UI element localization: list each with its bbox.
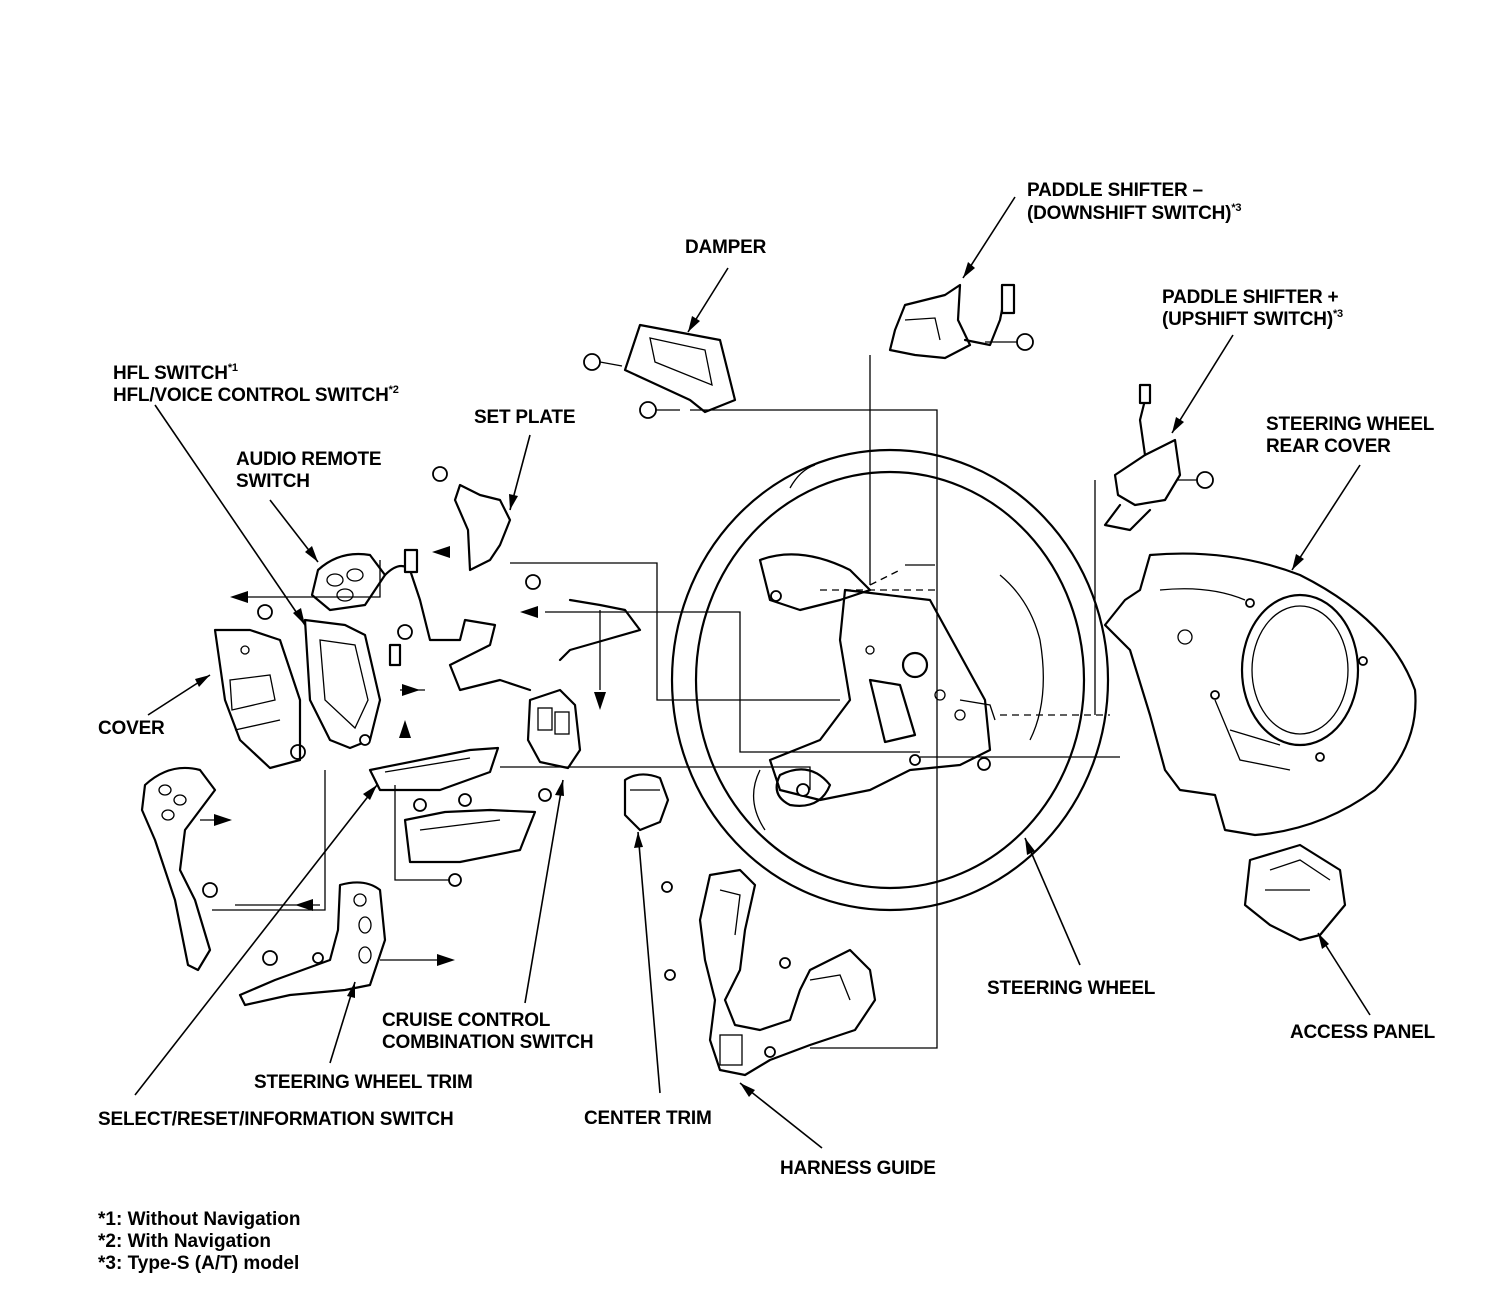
label-harness-guide: HARNESS GUIDE [780, 1158, 936, 1179]
footnote-2: *2: With Navigation [98, 1231, 271, 1252]
label-cruise-control-line2: COMBINATION SWITCH [382, 1032, 593, 1053]
label-center-trim: CENTER TRIM [584, 1108, 712, 1129]
label-paddle-shifter-down: PADDLE SHIFTER – [1027, 180, 1203, 201]
label-audio-remote-line1: AUDIO REMOTE [236, 449, 381, 470]
label-rear-cover-line2: REAR COVER [1266, 436, 1391, 457]
footnote-3: *3: Type-S (A/T) model [98, 1253, 299, 1274]
label-hfl-switch: HFL SWITCH*1 [113, 362, 238, 384]
label-upshift-switch: (UPSHIFT SWITCH)*3 [1162, 308, 1343, 330]
footnotes: *1: Without Navigation *2: With Navigati… [98, 1209, 301, 1274]
center-trim-drawing [623, 773, 670, 832]
label-rear-cover-line1: STEERING WHEEL [1266, 414, 1435, 435]
label-paddle-shifter-up: PADDLE SHIFTER + [1162, 287, 1339, 308]
rear-cover-drawing [1103, 552, 1417, 837]
damper-drawing [583, 323, 737, 419]
paddle-shifter-down-drawing [888, 283, 1034, 360]
label-steering-wheel: STEERING WHEEL [987, 978, 1156, 999]
label-damper: DAMPER [685, 237, 767, 258]
part-labels: PADDLE SHIFTER – (DOWNSHIFT SWITCH)*3 DA… [98, 180, 1436, 1179]
harness-guide-drawing [661, 868, 877, 1077]
label-audio-remote-line2: SWITCH [236, 471, 310, 492]
label-access-panel: ACCESS PANEL [1290, 1022, 1436, 1043]
label-steering-wheel-trim: STEERING WHEEL TRIM [254, 1072, 473, 1093]
access-panel-drawing [1243, 843, 1347, 942]
paddle-shifter-up-drawing [1103, 383, 1214, 532]
label-downshift-switch: (DOWNSHIFT SWITCH)*3 [1027, 202, 1241, 224]
label-hfl-voice-control-switch: HFL/VOICE CONTROL SWITCH*2 [113, 384, 399, 406]
footnote-1: *1: Without Navigation [98, 1209, 301, 1230]
direction-arrows [214, 546, 606, 966]
steering-wheel-drawing [670, 448, 1110, 912]
label-select-reset-information-switch: SELECT/RESET/INFORMATION SWITCH [98, 1109, 454, 1130]
switch-cluster-drawing [140, 466, 642, 1007]
label-set-plate: SET PLATE [474, 407, 575, 428]
leader-lines [134, 196, 1371, 1149]
label-cruise-control-line1: CRUISE CONTROL [382, 1010, 551, 1031]
label-cover: COVER [98, 718, 165, 739]
